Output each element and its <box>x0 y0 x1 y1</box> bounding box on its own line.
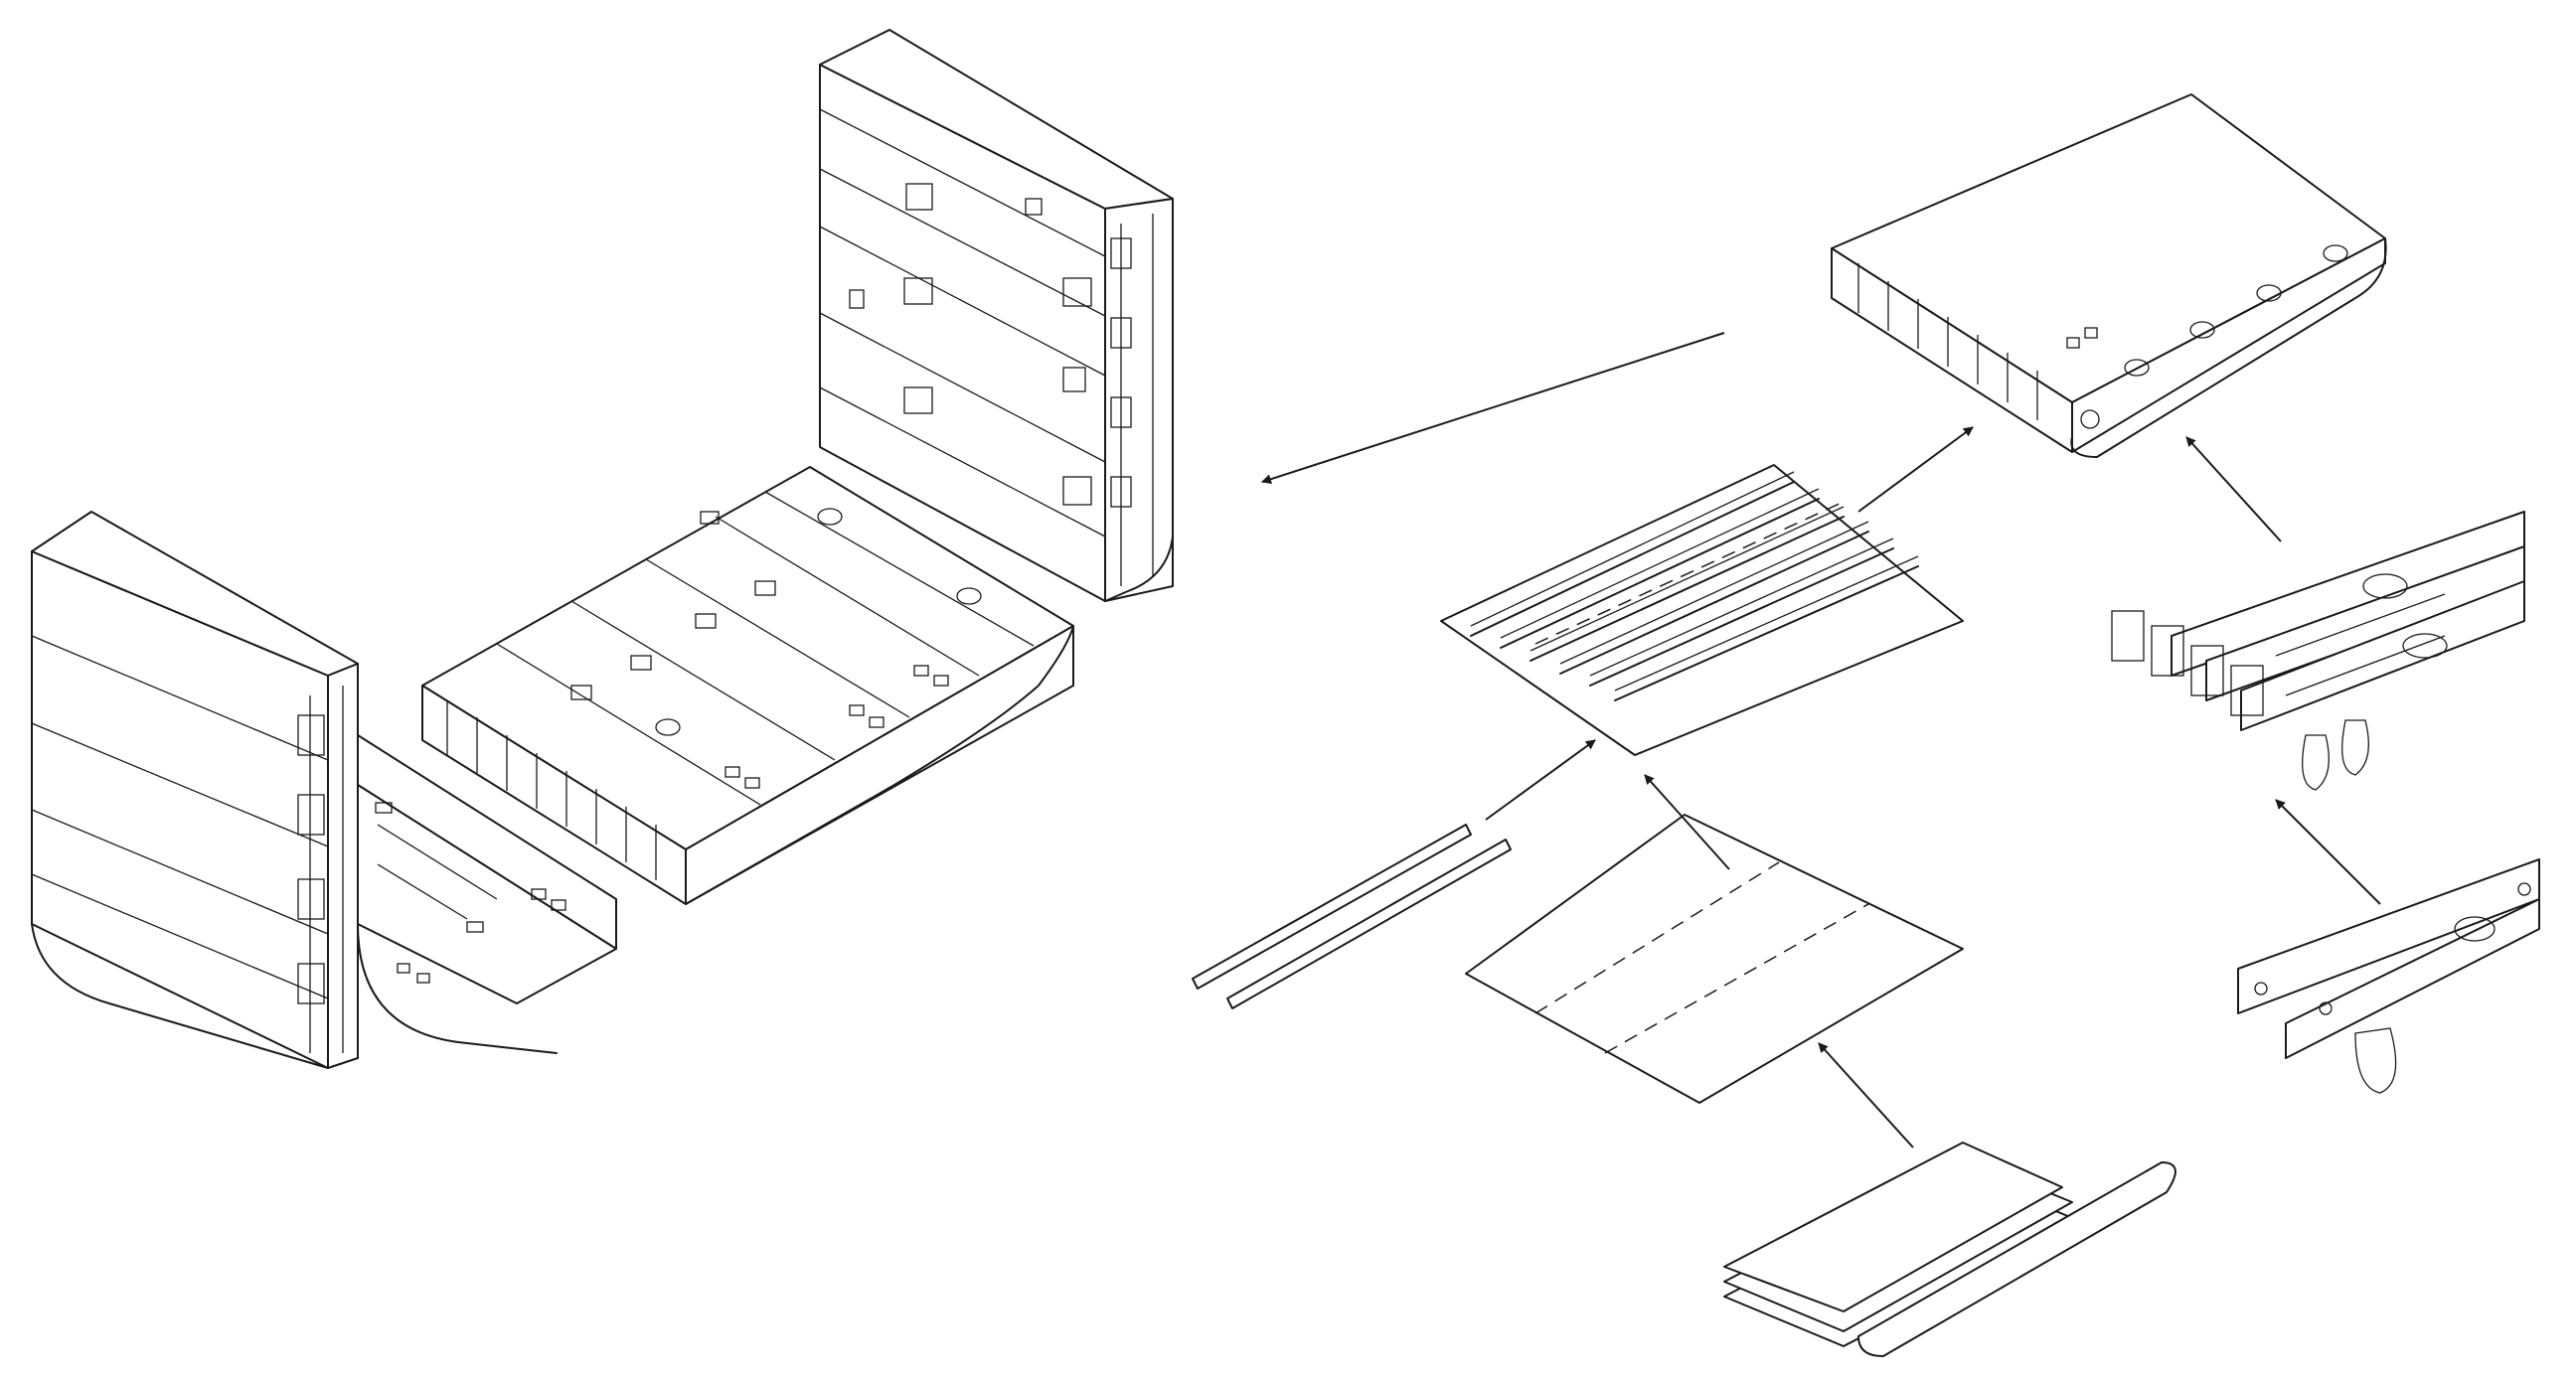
flow-arrows <box>1261 332 2381 1149</box>
tall-side-block <box>819 29 1174 602</box>
arrow-plate-to-panel <box>1644 774 1730 870</box>
arrow-frame-to-girder <box>2275 799 2381 905</box>
arrow-to-hull <box>1261 332 1725 484</box>
flat-plate <box>1465 814 1964 1104</box>
side-shell-block <box>31 511 359 1069</box>
arrow-girder-to-block <box>2185 436 2282 542</box>
arrow-stiffener-to-panel <box>1485 739 1596 821</box>
single-web-frame <box>2237 858 2540 1094</box>
arrow-raw-to-plate <box>1818 1042 1914 1149</box>
double-bottom-block <box>421 466 1074 905</box>
raw-plates-stack <box>1723 1142 2176 1357</box>
longitudinal-stiffeners <box>1192 824 1512 1009</box>
stiffened-panel <box>1440 464 1964 756</box>
double-bottom-block <box>357 734 617 1054</box>
arrow-panel-to-block <box>1857 426 1974 513</box>
girder-assembly <box>2111 511 2525 791</box>
assembled-sub-block <box>1831 93 2387 458</box>
